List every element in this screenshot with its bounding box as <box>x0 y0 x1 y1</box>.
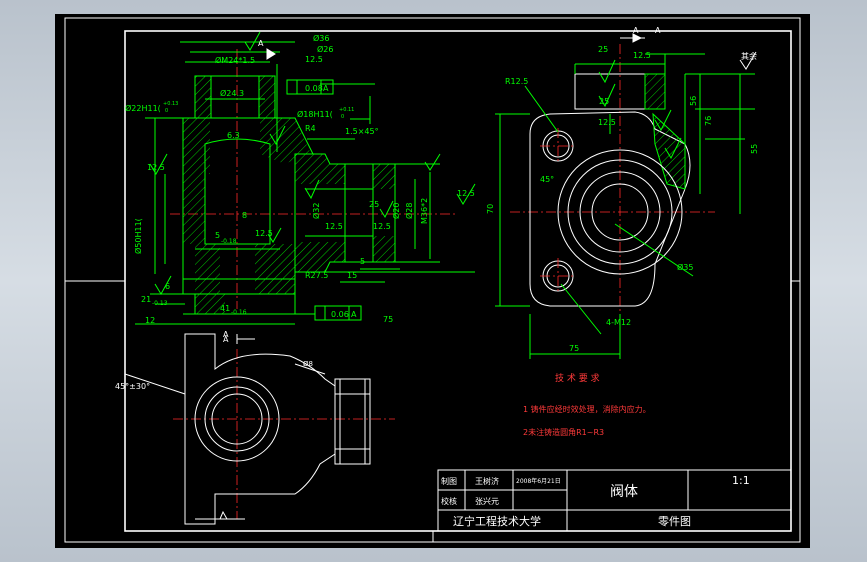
title-block: 制图 王树济 2008年6月21日 校核 张兴元 阀体 1:1 辽宁工程技术大学… <box>437 469 792 532</box>
dim-r275: R27.5 <box>305 271 328 280</box>
side-view: R12.5 25 12.5 25 12.5 70 55 56 76 45° Ø3… <box>486 26 759 359</box>
side-dim-75: 75 <box>569 344 579 353</box>
side-dim-45deg: 45° <box>540 175 554 184</box>
dim-d18-tol-upper: +0.11 <box>339 107 354 113</box>
section-label-a-top: A <box>258 39 264 48</box>
dim-m24: ØM24*1.5 <box>215 55 255 65</box>
tb-checked-label: 校核 <box>441 496 457 506</box>
dim-d22-tol-upper: +0.13 <box>163 101 178 107</box>
datum-a-1: A <box>323 84 329 93</box>
rough-63: 6.3 <box>227 131 240 140</box>
tech-req-item-1: 1 铸件应经时效处理，消除内应力。 <box>523 404 651 414</box>
dim-41: 41 <box>220 304 230 313</box>
dim-d26: Ø26 <box>317 44 333 54</box>
drawing-sheet: Ø36 Ø26 ØM24*1.5 Ø24.3 Ø22H11( +0.13 0 0… <box>55 14 810 548</box>
tol-value-2: 0.06 <box>331 310 349 319</box>
front-section-view: Ø36 Ø26 ØM24*1.5 Ø24.3 Ø22H11( +0.13 0 0… <box>125 31 476 344</box>
side-dim-4m12: 4-M12 <box>606 318 631 327</box>
dim-15: 15 <box>347 271 357 280</box>
dim-21-tol: -0.13 <box>152 300 168 307</box>
dim-d50: Ø50H11( <box>133 218 143 254</box>
dim-d28: Ø28 <box>404 203 414 219</box>
dim-d18: Ø18H11( <box>297 109 333 119</box>
side-dim-56: 56 <box>689 96 698 106</box>
tech-req-heading: 技 术 要 求 <box>555 372 600 384</box>
rough-125-e: 12.5 <box>373 222 391 231</box>
tb-drawn-label: 制图 <box>441 476 457 486</box>
side-bore-outer <box>557 149 683 275</box>
dim-d18-tol-lower: 0 <box>341 114 344 120</box>
side-flange <box>529 111 691 307</box>
rough-125-b: 12.5 <box>147 163 165 172</box>
dim-r4: R4 <box>305 124 316 133</box>
cad-drawing: Ø36 Ø26 ØM24*1.5 Ø24.3 Ø22H11( +0.13 0 0… <box>64 17 801 543</box>
dim-6: 6 <box>165 282 170 291</box>
rough-125-d: 12.5 <box>325 222 343 231</box>
tol-value-1: 0.08 <box>305 84 323 93</box>
dim-12: 12 <box>145 316 155 325</box>
top-dim-angle: 45°±30° <box>115 382 150 391</box>
dim-5b: 5 <box>360 257 365 266</box>
dim-d22-tol-lower: 0 <box>165 108 168 114</box>
top-view-bore-outer <box>194 376 280 462</box>
section-label-a-topview: A <box>223 330 229 339</box>
top-view-outline <box>184 333 336 525</box>
side-dim-d35: Ø35 <box>677 262 693 272</box>
dim-5-tol: -0.18 <box>221 238 237 245</box>
rough-125-a: 12.5 <box>305 55 323 64</box>
side-dim-r125: R12.5 <box>505 77 528 86</box>
rough-125-f: 12.5 <box>457 189 475 198</box>
tech-req-item-2: 2未注铸造圆角R1~R3 <box>523 427 604 437</box>
rough-125-c: 12.5 <box>255 229 273 238</box>
tb-checked-name: 张兴元 <box>475 497 499 506</box>
tolerance-frame-1 <box>286 79 334 95</box>
side-dim-55: 55 <box>750 144 759 154</box>
dim-m36: M36*2 <box>420 198 429 224</box>
dim-75: 75 <box>383 315 393 324</box>
dim-d32: Ø32 <box>311 203 321 219</box>
dim-d36: Ø36 <box>313 33 329 43</box>
section-label-a-bottom: A <box>223 335 229 344</box>
top-view: 45°±30° Ø8 A <box>115 330 395 525</box>
side-dim-25b: 25 <box>599 97 609 106</box>
rough-25: 25 <box>369 200 379 209</box>
dim-5: 5 <box>215 231 220 240</box>
side-dim-125: 12.5 <box>633 51 651 60</box>
side-dim-76: 76 <box>704 116 713 126</box>
tb-drawn-date: 2008年6月21日 <box>516 477 561 485</box>
side-dim-70: 70 <box>486 204 495 214</box>
tb-school: 辽宁工程技术大学 <box>453 514 541 528</box>
section-label-a-side-1: A <box>633 26 639 35</box>
roughness-note: 其余 <box>741 51 757 61</box>
dim-d243: Ø24.3 <box>220 88 244 98</box>
datum-a-2: A <box>351 310 357 319</box>
tb-part-name: 阀体 <box>610 484 638 500</box>
tolerance-frame-2 <box>314 305 362 321</box>
dim-8: 8 <box>242 211 247 220</box>
top-dim-d8: Ø8 <box>303 360 313 368</box>
dim-d22: Ø22H11( <box>125 103 161 113</box>
dim-21: 21 <box>141 295 151 304</box>
dim-d20: Ø20 <box>391 203 401 219</box>
side-dim-25: 25 <box>598 45 608 54</box>
tb-drawn-name: 王树济 <box>475 476 499 486</box>
tb-drawing-type: 零件图 <box>658 515 691 528</box>
side-dim-125b: 12.5 <box>598 118 616 127</box>
section-label-a-side-2: A <box>655 26 661 35</box>
tech-requirements: 技 术 要 求 1 铸件应经时效处理，消除内应力。 2未注铸造圆角R1~R3 <box>523 372 651 437</box>
dim-41-tol: -0.16 <box>231 309 247 316</box>
dim-chamfer: 1.5×45° <box>345 127 379 136</box>
top-view-thread <box>334 378 371 465</box>
tb-scale: 1:1 <box>732 474 750 487</box>
